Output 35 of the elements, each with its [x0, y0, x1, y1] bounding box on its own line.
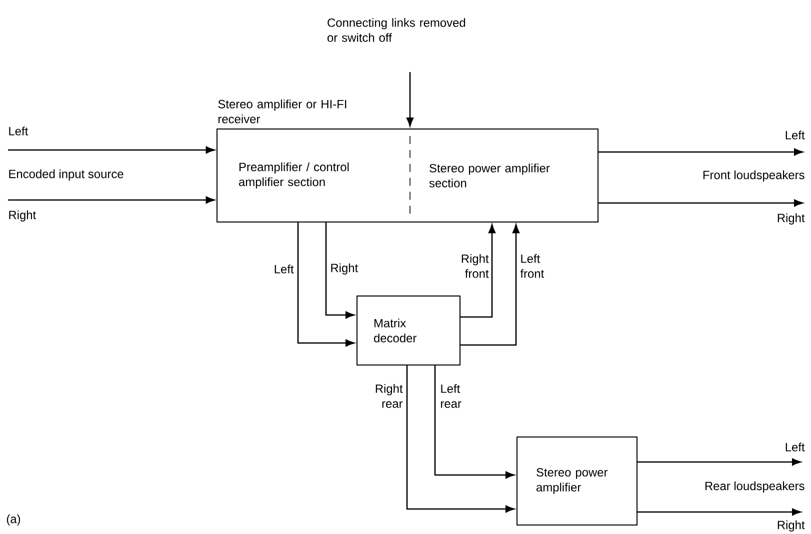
arrow	[8, 146, 215, 154]
edge-label: Right rear	[376, 384, 403, 408]
arrow	[297, 222, 354, 347]
output-label: Front loudspeakers	[703, 170, 804, 182]
panel-label: (a)	[6, 514, 20, 526]
amplifier-box: Stereo power amplifier	[516, 436, 638, 526]
section-text: Preamplifier / control amplifier section	[239, 162, 349, 189]
arrow	[406, 72, 414, 126]
arrow	[460, 224, 496, 318]
edge-label: Left	[274, 264, 294, 274]
edge-label: Left	[9, 126, 28, 136]
edge-label: Right	[331, 263, 358, 275]
arrow	[598, 199, 803, 207]
arrow	[8, 196, 215, 204]
edge-label: Right	[778, 520, 805, 532]
edge-label: Left rear	[441, 384, 462, 408]
signal-label: Encoded input source	[9, 169, 124, 181]
edge-label: Right	[9, 210, 36, 222]
arrow	[598, 148, 803, 156]
decoder-box: Matrix decoder	[356, 296, 460, 366]
edge-label: Right	[778, 213, 805, 225]
arrow	[638, 508, 801, 516]
arrow	[460, 224, 520, 346]
arrow	[406, 366, 514, 513]
arrow	[325, 222, 354, 319]
edge-label: Right front	[462, 254, 489, 278]
edge-label: Left	[786, 130, 805, 140]
edge-label: Left	[786, 442, 805, 452]
arrow	[434, 366, 514, 479]
note-text: Connecting links removed or switch off	[328, 18, 466, 42]
section-text: Stereo power amplifier section	[429, 164, 550, 188]
arrow	[638, 458, 801, 466]
output-label: Rear loudspeakers	[705, 481, 804, 493]
edge-label: Left front	[520, 254, 544, 278]
node-label: Stereo amplifier or HI-FI receiver	[218, 100, 346, 124]
